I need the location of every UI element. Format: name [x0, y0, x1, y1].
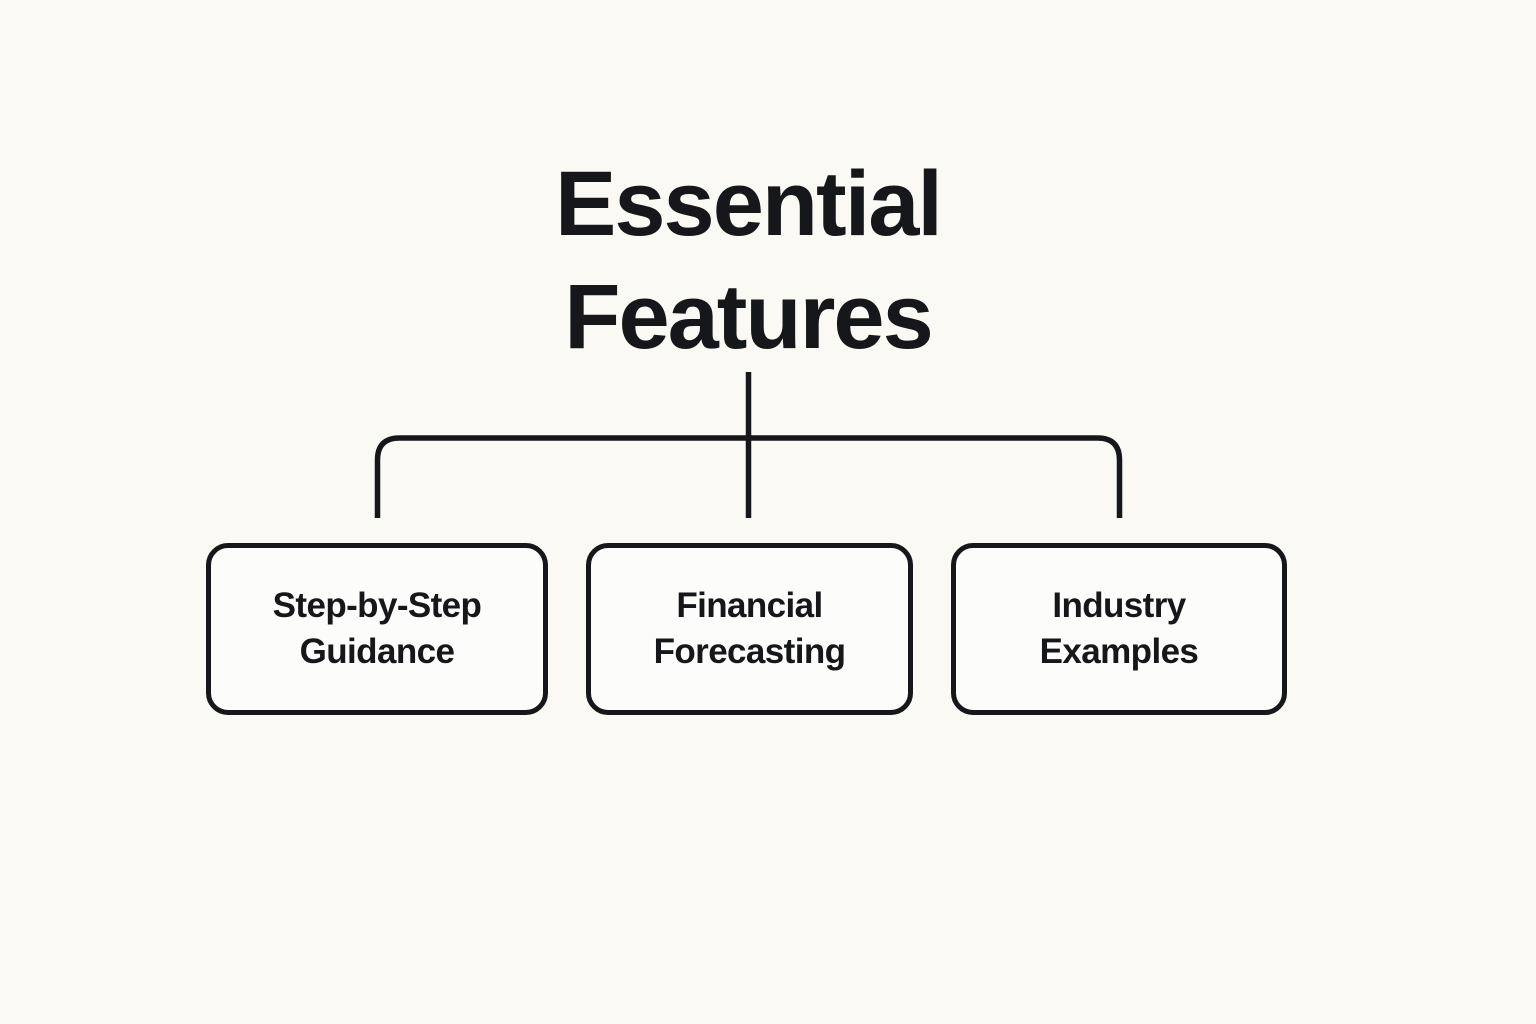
- connector-bus-left-elbow: [374, 435, 749, 518]
- connector-bus-right-elbow: [748, 435, 1123, 518]
- node-financial-forecasting[interactable]: Financial Forecasting: [586, 543, 913, 715]
- node-label: Step-by-Step Guidance: [272, 586, 482, 671]
- page-title: Essential Features: [555, 153, 943, 368]
- node-label: Industry Examples: [1039, 586, 1199, 671]
- node-step-by-step-guidance[interactable]: Step-by-Step Guidance: [206, 543, 548, 715]
- node-label: Financial Forecasting: [653, 586, 846, 671]
- node-industry-examples[interactable]: Industry Examples: [951, 543, 1287, 715]
